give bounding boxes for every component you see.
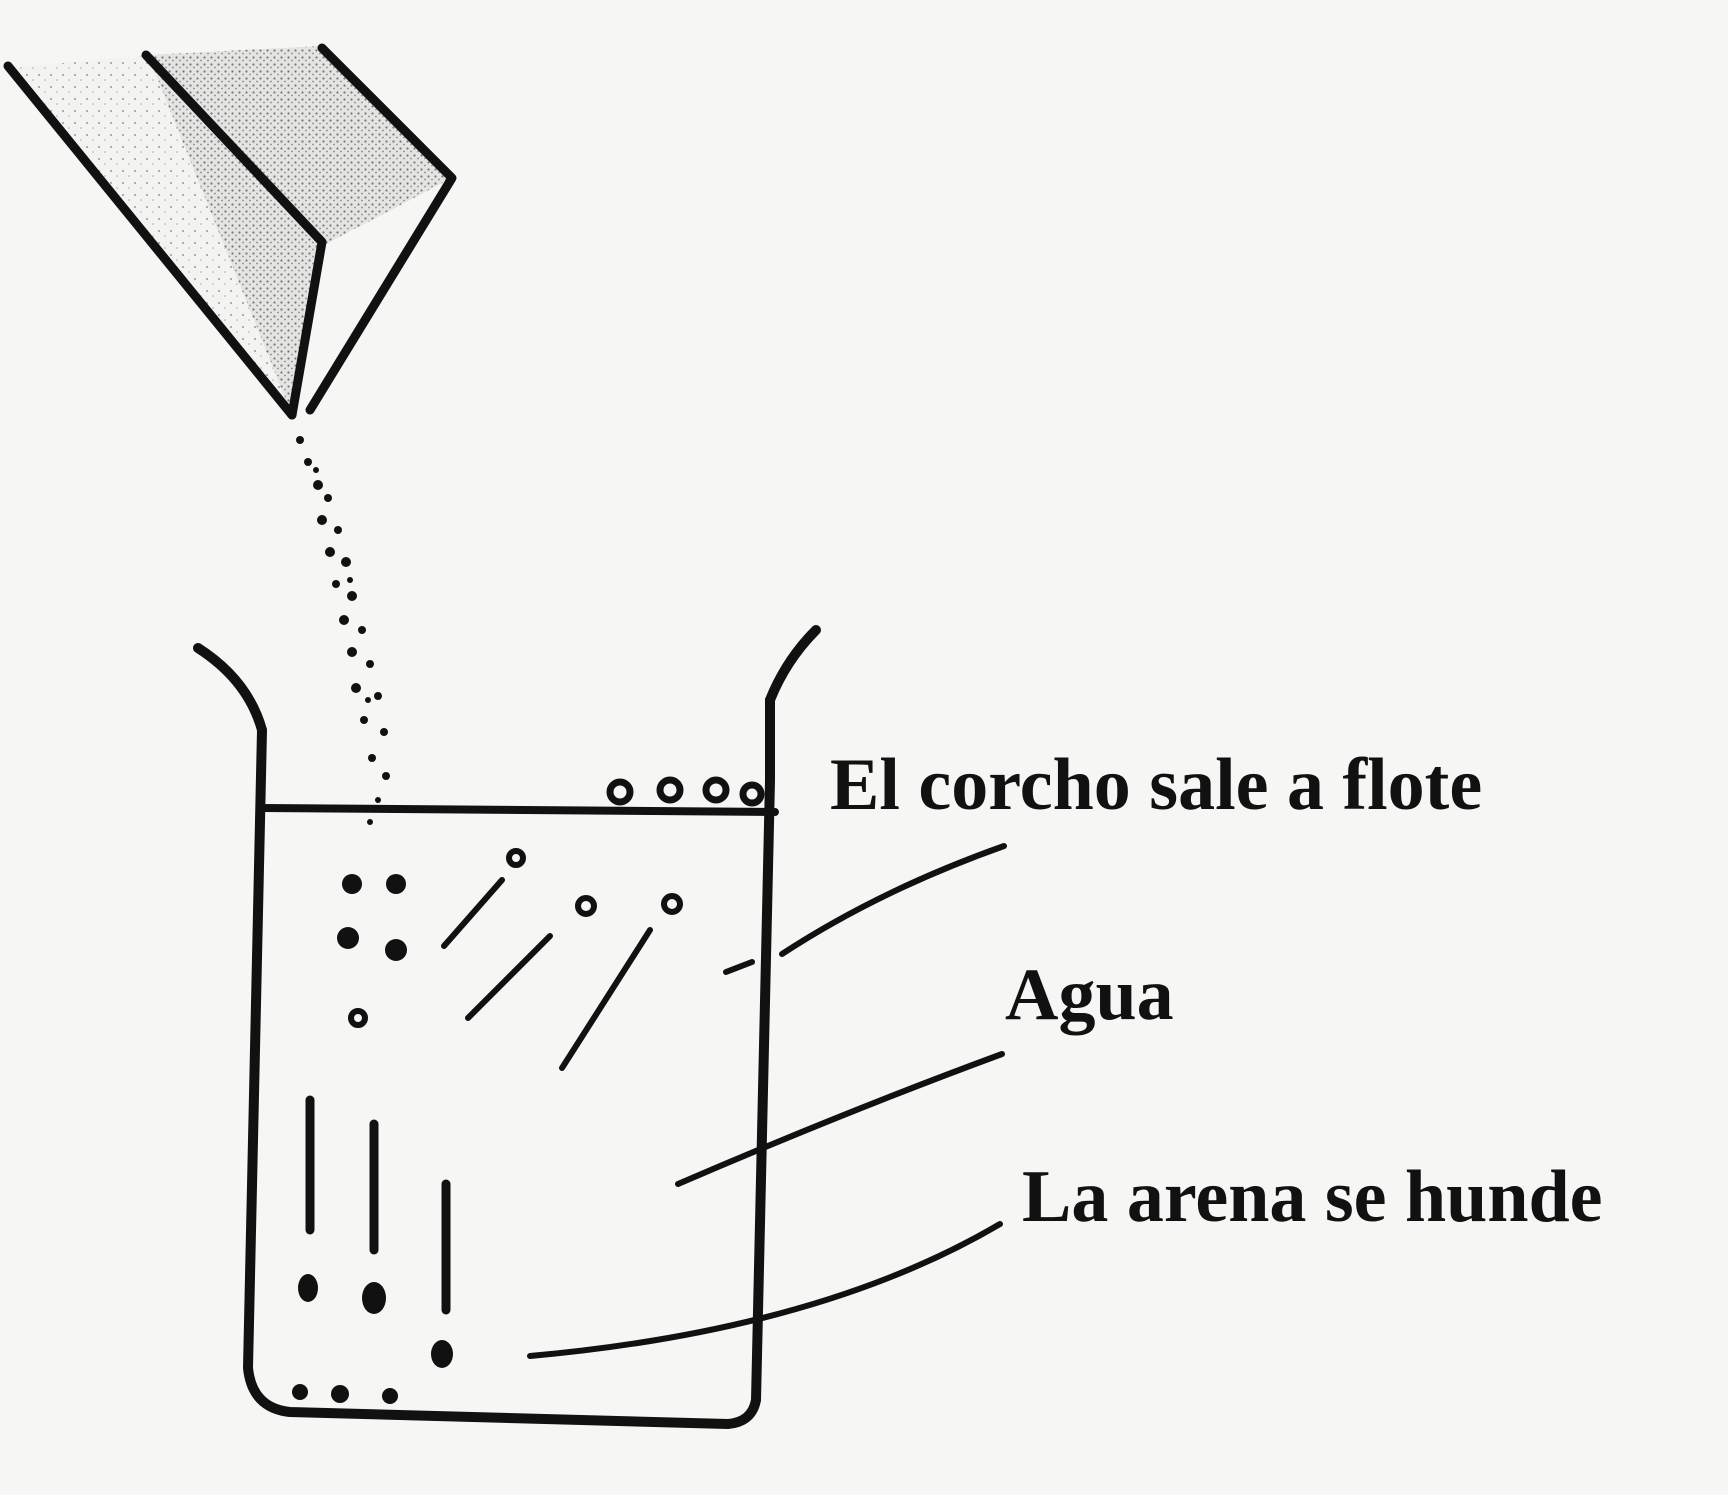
beaker-body [243,695,775,1429]
container-back-edge [305,43,457,415]
beaker-right-lip [765,625,821,705]
leader-line-sand [527,1221,1003,1359]
floating-cork-pieces [606,776,765,807]
beaker-left-lip [193,643,267,735]
container-inner-side [10,55,318,415]
leader-lines [527,843,1007,1359]
leader-line-cork [779,843,1007,957]
container-fold-edge [141,50,327,420]
falling-mixture-stream [296,436,390,825]
leader-line-water [675,1051,1005,1187]
label-cork-floats: El corcho sale a flote [830,744,1483,826]
label-sand-sinks: La arena se hunde [1022,1156,1603,1238]
leader-tick-cork [723,959,755,975]
sinking-sand-particles [292,874,453,1404]
water-surface-line [258,804,779,816]
pouring-container [3,43,457,420]
container-outer-edge [3,61,297,420]
rising-cork-particles [348,848,683,1071]
beaker [193,625,821,1429]
label-water: Agua [1005,954,1174,1036]
